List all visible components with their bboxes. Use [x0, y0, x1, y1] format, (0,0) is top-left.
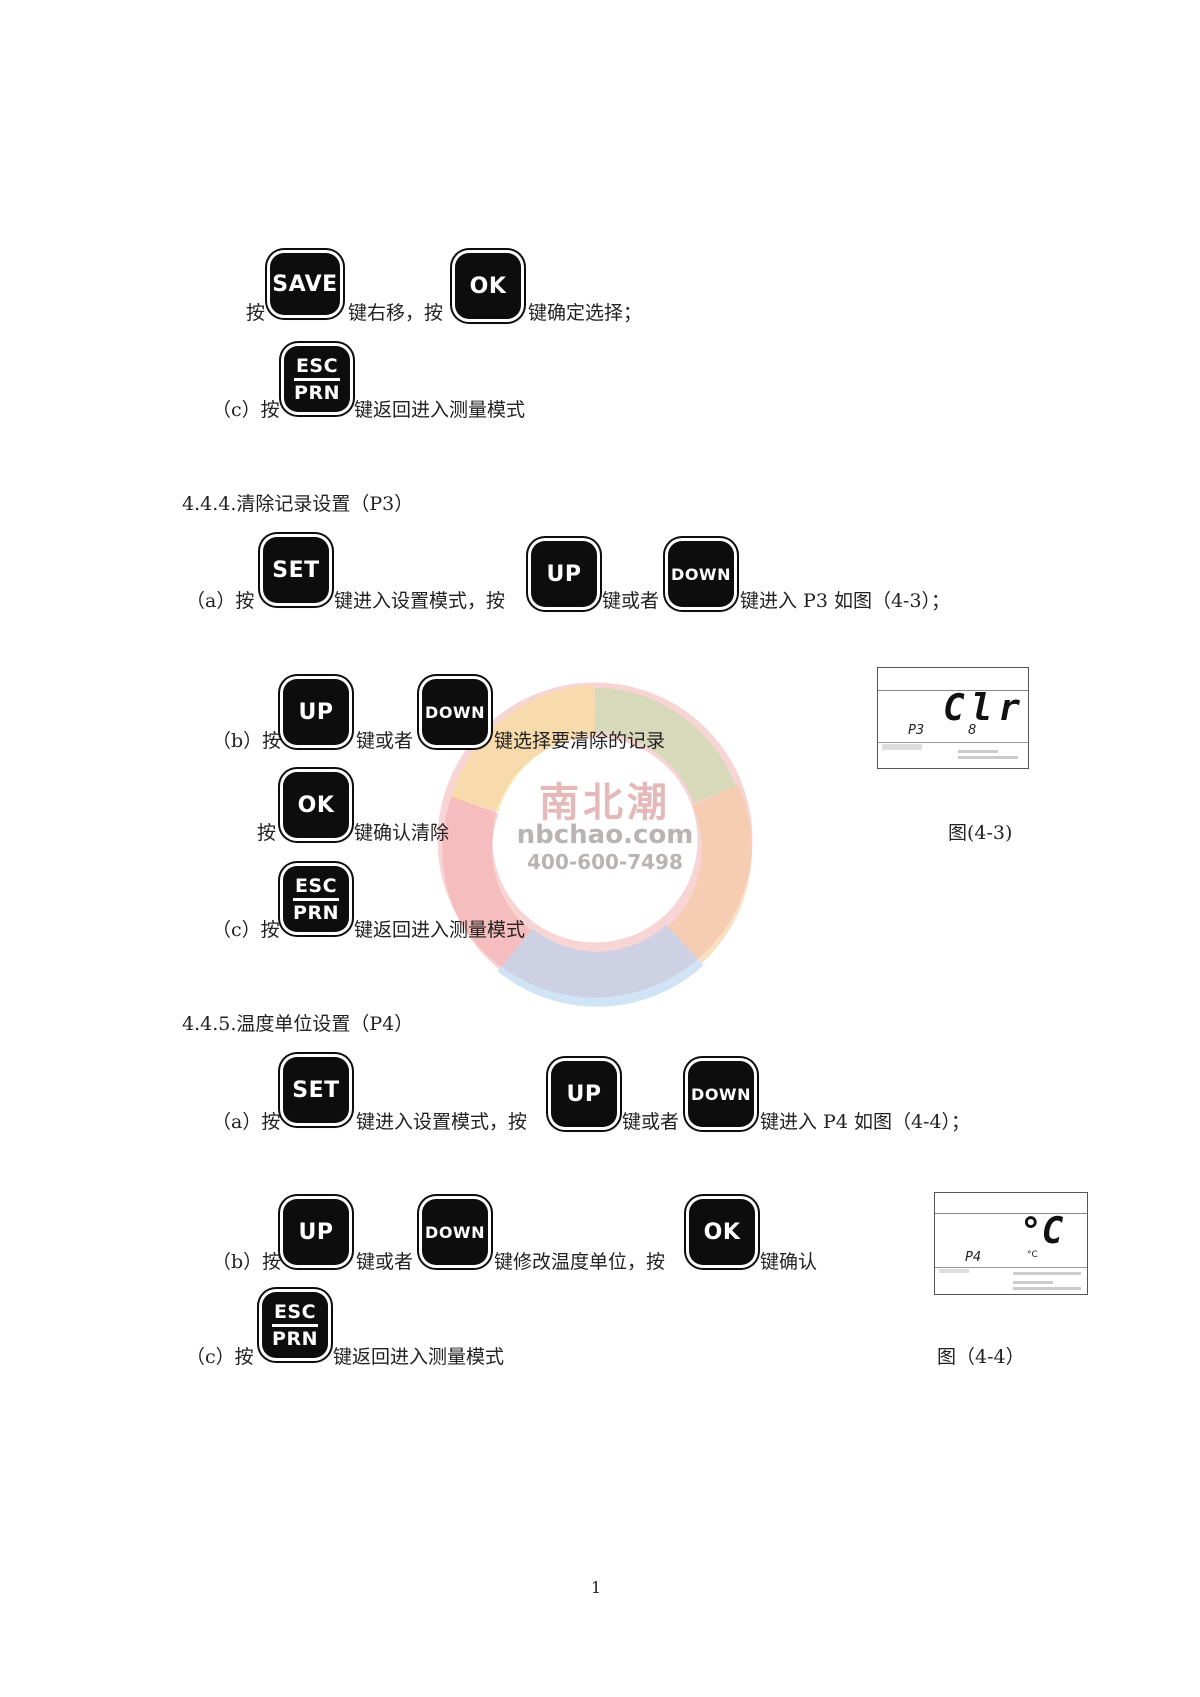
or-text: 键或者: [602, 590, 660, 612]
up-key-icon: UP: [551, 1061, 617, 1127]
move-right-text: 键右移，按: [348, 302, 444, 324]
return-measure-text: 键返回进入测量模式: [354, 399, 526, 421]
enter-p3-text: 键进入 P3 如图（4-3）；: [740, 590, 951, 612]
lcd-main-value: °C: [1020, 1211, 1064, 1252]
lcd-sub-value: 8: [968, 723, 977, 738]
return-measure-text: 键返回进入测量模式: [354, 919, 526, 941]
figure-caption-4-4: 图（4-4）: [937, 1346, 1025, 1368]
down-key-icon: DOWN: [422, 1199, 488, 1265]
watermark-site: nbchao.com: [516, 820, 694, 850]
enter-p4-text: 键进入 P4 如图（4-4）；: [760, 1111, 971, 1133]
step-c-text: （c）按: [212, 399, 280, 421]
figure-caption-4-3: 图(4-3): [948, 822, 1013, 844]
enter-setting-text: 键进入设置模式，按: [334, 590, 506, 612]
page-number: 1: [591, 1578, 602, 1597]
confirm-clear-text: 键确认清除: [354, 822, 450, 844]
set-key-icon: SET: [263, 537, 329, 603]
lcd-figure-4-3: Clr P3 8: [877, 667, 1029, 769]
return-measure-text: 键返回进入测量模式: [333, 1346, 505, 1368]
step-b-text: （b）按: [212, 730, 282, 752]
confirm-select-text: 键确定选择；: [528, 302, 643, 324]
lcd-param-code: P4: [965, 1250, 982, 1265]
press-text: 按: [246, 302, 266, 324]
set-key-icon: SET: [283, 1057, 349, 1123]
down-key-icon: DOWN: [688, 1061, 754, 1127]
or-text: 键或者: [622, 1111, 680, 1133]
or-text: 键或者: [356, 730, 414, 752]
modify-unit-text: 键修改温度单位，按: [494, 1251, 666, 1273]
watermark-cn: 南北潮: [539, 780, 671, 826]
lcd-unit-label: °C: [1027, 1250, 1038, 1260]
press-text: 按: [257, 822, 277, 844]
ok-key-icon: OK: [689, 1199, 755, 1265]
step-c-text: （c）按: [186, 1346, 254, 1368]
down-key-icon: DOWN: [422, 679, 488, 745]
up-key-icon: UP: [283, 679, 349, 745]
up-key-icon: UP: [531, 541, 597, 607]
step-c-text: （c）按: [212, 919, 280, 941]
lcd-param-code: P3: [908, 723, 925, 738]
up-key-icon: UP: [283, 1199, 349, 1265]
confirm-text: 键确认: [760, 1251, 818, 1273]
step-b-text: （b）按: [212, 1251, 282, 1273]
watermark-phone: 400-600-7498: [527, 850, 683, 874]
ok-key-icon: OK: [455, 253, 521, 319]
lcd-figure-4-4: °C P4 °C: [934, 1192, 1088, 1295]
down-key-icon: DOWN: [668, 541, 734, 607]
ok-key-icon: OK: [283, 772, 349, 838]
select-record-text: 键选择要清除的记录: [494, 730, 666, 752]
lcd-main-value: Clr: [943, 688, 1027, 729]
or-text: 键或者: [356, 1251, 414, 1273]
section-heading-444: 4.4.4.清除记录设置（P3）: [182, 493, 414, 515]
step-a-text: （a）按: [212, 1111, 281, 1133]
step-a-text: （a）按: [186, 590, 255, 612]
save-key-icon: SAVE: [270, 253, 340, 315]
section-heading-445: 4.4.5.温度单位设置（P4）: [182, 1013, 414, 1035]
enter-setting-text: 键进入设置模式，按: [356, 1111, 528, 1133]
